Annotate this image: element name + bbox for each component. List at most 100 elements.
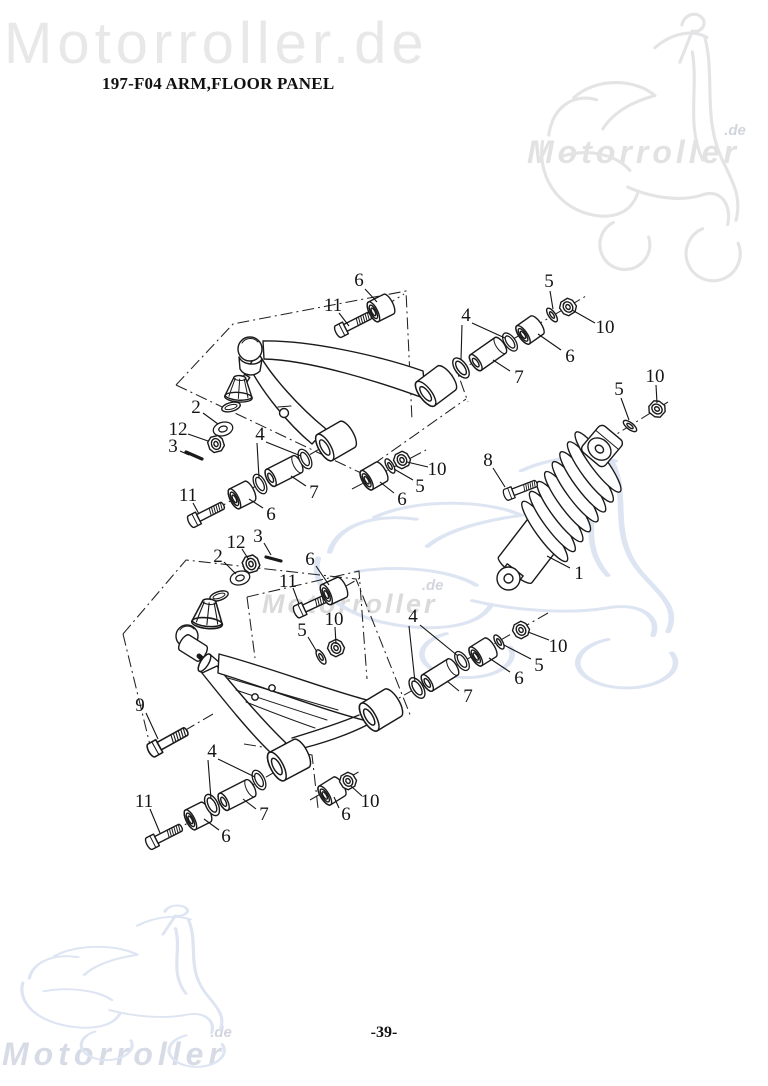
part-callout: 12 (227, 532, 246, 553)
part-callout: 5 (614, 379, 624, 400)
part-callout: 1 (574, 563, 584, 584)
leader-line (207, 759, 212, 800)
leader-line (334, 626, 337, 645)
leader-line (393, 468, 414, 481)
pivot-bolt (144, 723, 192, 759)
leader-line (307, 636, 318, 653)
leader-line (145, 712, 159, 740)
leader-line (446, 680, 460, 692)
cotter-pin (264, 555, 283, 563)
washer (211, 419, 235, 439)
part-callout: 10 (361, 791, 380, 812)
leader-line (350, 785, 363, 797)
part-callout: 6 (514, 668, 524, 689)
nut (556, 295, 580, 319)
part-callout: 7 (309, 482, 319, 503)
leader-line (256, 442, 260, 479)
leader-line (192, 502, 200, 515)
leader-line (492, 467, 506, 488)
leader-line (338, 312, 350, 327)
upper-balljoint-fasteners (184, 373, 255, 461)
part-callout: 6 (565, 346, 575, 367)
part-callout: 5 (297, 620, 307, 641)
leader-line (263, 542, 272, 556)
leader-line (419, 624, 459, 657)
leader-line (546, 555, 571, 569)
upper-control-arm (236, 336, 461, 465)
castle-nut (205, 433, 227, 455)
dust-boot (190, 596, 226, 631)
part-callout: 9 (135, 695, 145, 716)
part-callout: 3 (168, 436, 178, 457)
part-callout: 10 (325, 609, 344, 630)
part-callout: 12 (169, 419, 188, 440)
part-callout: 8 (483, 450, 493, 471)
leader-line (655, 384, 658, 404)
part-callout: 11 (279, 571, 297, 592)
part-callout: 5 (544, 271, 554, 292)
leader-line (408, 625, 416, 683)
leader-line (460, 324, 463, 361)
leader-line (620, 397, 630, 421)
leader-line (241, 548, 250, 561)
leader-line (223, 561, 237, 575)
washer (543, 305, 561, 325)
leader-line (292, 587, 300, 605)
washer (620, 417, 640, 435)
leader-line (290, 475, 307, 487)
leader-line (333, 796, 340, 809)
part-callout: 7 (514, 367, 524, 388)
part-callout: 5 (415, 476, 425, 497)
part-callout: 11 (324, 295, 342, 316)
leader-line (149, 808, 161, 834)
leader-line (203, 818, 220, 831)
page-title: 197-F04 ARM,FLOOR PANEL (102, 74, 335, 93)
leader-line (488, 657, 511, 673)
part-callout: 7 (463, 686, 473, 707)
part-callout: 4 (461, 305, 471, 326)
leader-line (527, 631, 550, 641)
leader-line (379, 481, 395, 494)
ball-joint (175, 624, 211, 667)
bottom-chain (143, 767, 360, 852)
leader-line (248, 498, 264, 509)
part-callout: 11 (179, 485, 197, 506)
shock-bottom-eye (496, 566, 521, 591)
leader-line (549, 290, 554, 310)
leader-line (315, 565, 330, 586)
sleeve (215, 777, 259, 813)
part-callout: 10 (549, 636, 568, 657)
shock-absorber (496, 397, 669, 591)
part-callout: 10 (646, 366, 665, 387)
part-callout: 6 (397, 489, 407, 510)
lower-control-arm (175, 624, 408, 785)
leader-line (217, 758, 256, 778)
part-callout: 4 (408, 606, 418, 627)
part-callout: 7 (259, 804, 269, 825)
part-callout: 10 (428, 459, 447, 480)
scooter-watermark-icon (540, 12, 742, 283)
leader-line (179, 450, 190, 456)
leader-line (364, 288, 378, 303)
part-callout: 6 (341, 804, 351, 825)
page-number: -39- (370, 1024, 398, 1041)
mount-tab (277, 405, 292, 419)
shock-top-mount (580, 424, 624, 468)
leader-line (471, 322, 506, 339)
nut (509, 618, 533, 642)
lower-balljoint-fasteners (190, 552, 283, 631)
scooter-watermark-icon (20, 903, 226, 1069)
leader-line (503, 644, 532, 660)
part-callout: 2 (191, 397, 201, 418)
part-callout: 5 (534, 655, 544, 676)
o-ring (219, 399, 243, 415)
part-callout: 6 (221, 826, 231, 847)
part-callout: 10 (596, 317, 615, 338)
leader-line (187, 433, 209, 442)
leader-line (537, 333, 562, 351)
part-callout: 6 (305, 549, 315, 570)
part-callout: 4 (207, 741, 217, 762)
